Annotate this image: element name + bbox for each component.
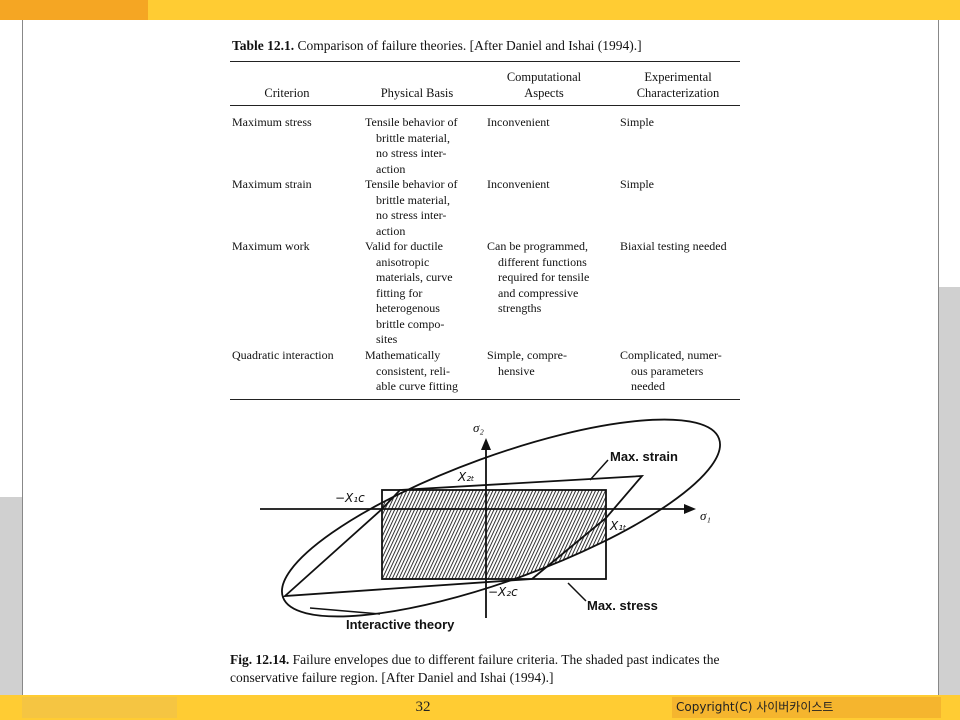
cell-criterion: Maximum strain xyxy=(232,177,312,191)
copyright-text: Copyright(C) 사이버카이스트 xyxy=(672,697,941,718)
cell-line: consistent, reli- xyxy=(376,363,450,378)
top-bar xyxy=(0,0,960,20)
cell-line: Valid for ductile xyxy=(365,239,443,253)
max-stress-rectangle xyxy=(381,489,607,580)
max-strain-label: Max. strain xyxy=(610,449,678,464)
cell-line: Can be programmed, xyxy=(487,239,588,253)
figure-caption-text: Failure envelopes due to different failu… xyxy=(230,652,720,685)
header-line: Criterion xyxy=(264,86,310,100)
cell-line: brittle material, xyxy=(376,130,450,145)
cell-line: action xyxy=(376,223,406,238)
cell-line: required for tensile xyxy=(498,270,590,284)
cell-line: different functions xyxy=(498,254,587,269)
cell-criterion: Quadratic interaction xyxy=(232,348,334,362)
cell-experimental: Simple xyxy=(620,177,654,193)
cell-line: strengths xyxy=(498,301,542,315)
cell-experimental: Simple xyxy=(620,115,654,131)
cell-line: able curve fitting xyxy=(376,379,458,393)
header-criterion: Criterion xyxy=(232,85,342,101)
cell-computational: Inconvenient xyxy=(487,115,550,131)
cell-criterion: Maximum stress xyxy=(232,115,312,129)
cell-line: Complicated, numer- xyxy=(620,348,722,362)
shaded-region xyxy=(382,490,606,579)
interactive-theory-label: Interactive theory xyxy=(346,617,455,632)
bottom-left-block xyxy=(22,697,177,718)
x1t-label: X₁ₜ xyxy=(609,519,627,533)
cell-line: Simple xyxy=(620,115,655,129)
sigma2-arrow xyxy=(481,438,491,450)
cell-criterion: Maximum work xyxy=(232,239,310,253)
x2c-label: −X₂c xyxy=(488,585,518,599)
cell-line: ous parameters xyxy=(631,363,704,378)
cell-line: no stress inter- xyxy=(376,146,447,160)
cell-line: and compressive xyxy=(498,285,579,300)
header-line: Characterization xyxy=(636,86,720,100)
cell-line: Simple, compre- xyxy=(487,348,567,362)
sigma1-arrow xyxy=(684,504,696,514)
cell-computational: Simple, compre-hensive xyxy=(487,348,567,379)
cell-line: Biaxial testing needed xyxy=(620,239,727,253)
figure-caption-label: Fig. 12.14. xyxy=(230,652,290,667)
cell-line: action xyxy=(376,161,406,176)
table-title: Table 12.1. Comparison of failure theori… xyxy=(232,38,642,54)
table-title-label: Table 12.1. xyxy=(232,38,295,53)
cell-line: materials, curve xyxy=(376,270,453,284)
sigma1-label: σ₁ xyxy=(700,508,711,523)
interactive-theory-ellipse xyxy=(281,418,721,618)
max-stress-leader xyxy=(567,582,587,602)
interactive-leader xyxy=(309,607,381,615)
cell-line: Simple xyxy=(620,177,655,191)
cell-line: Inconvenient xyxy=(487,177,550,191)
x2t-label: X₂ₜ xyxy=(457,470,475,484)
cell-line: Inconvenient xyxy=(487,115,550,129)
header-line: Physical Basis xyxy=(380,86,454,100)
header-line: Computational xyxy=(506,70,582,84)
cell-line: hensive xyxy=(498,363,535,378)
table-top-rule xyxy=(230,61,740,62)
header-line: Aspects xyxy=(524,86,564,100)
figure-caption: Fig. 12.14. Failure envelopes due to dif… xyxy=(230,651,750,687)
top-tab xyxy=(0,0,148,20)
cell-line: Tensile behavior of xyxy=(365,115,458,129)
cell-line: heterogenous xyxy=(376,301,440,315)
header-line: Experimental xyxy=(644,70,712,84)
cell-line: no stress inter- xyxy=(376,208,447,222)
sigma2-label: σ₂ xyxy=(473,420,484,435)
failure-envelope-diagram: σ₂ σ₁ X₂ₜ −X₁c X₁ₜ −X₂c Max. strain Max.… xyxy=(260,418,721,632)
cell-line: brittle material, xyxy=(376,192,450,207)
x1c-label: −X₁c xyxy=(335,491,365,505)
cell-line: needed xyxy=(631,379,665,393)
right-gray-block xyxy=(937,287,960,695)
header-physical: Physical Basis xyxy=(362,85,472,101)
cell-line: brittle compo- xyxy=(376,316,445,331)
cell-line: fitting for xyxy=(376,285,423,300)
cell-line: Mathematically xyxy=(365,348,441,362)
page-number: 32 xyxy=(415,699,431,715)
cell-line: sites xyxy=(376,332,398,346)
cell-line: Tensile behavior of xyxy=(365,177,458,191)
table-bottom-rule xyxy=(230,399,740,400)
max-strain-parallelogram xyxy=(282,474,645,598)
max-strain-leader xyxy=(589,459,609,481)
table-title-text: Comparison of failure theories. [After D… xyxy=(294,38,642,53)
table-header-rule xyxy=(230,105,740,106)
max-stress-label: Max. stress xyxy=(587,598,658,613)
cell-line: anisotropic xyxy=(376,254,430,269)
left-gray-block xyxy=(0,497,22,695)
cell-computational: Inconvenient xyxy=(487,177,550,193)
cell-experimental: Biaxial testing needed xyxy=(620,239,727,255)
